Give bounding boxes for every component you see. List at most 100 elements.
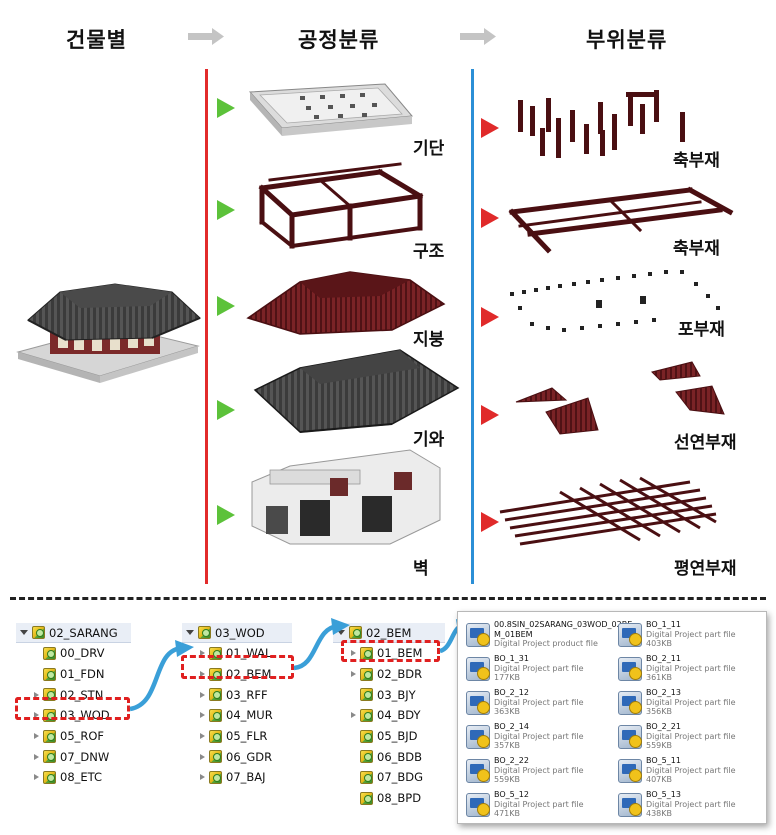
tree-node[interactable]: 03_BJY: [333, 684, 445, 705]
flat-rafter-parts: [499, 476, 717, 546]
expand-arrow-icon[interactable]: [34, 712, 39, 719]
file-item[interactable]: BO_2_21 Digital Project part file 559KB: [618, 722, 768, 756]
expand-arrow-icon[interactable]: [337, 630, 345, 635]
tree-node-root[interactable]: 02_BEM: [333, 623, 445, 643]
tree-node[interactable]: 03_RFF: [182, 684, 292, 705]
file-item[interactable]: BO_1_11 Digital Project part file 403KB: [618, 620, 768, 654]
file-item[interactable]: BO_2_22 Digital Project part file 559KB: [466, 756, 616, 790]
file-size: 438KB: [646, 809, 673, 818]
tree-node[interactable]: 07_BAJ: [182, 767, 292, 788]
tree-node-root[interactable]: 03_WOD: [182, 623, 292, 643]
expand-arrow-icon[interactable]: [34, 753, 39, 760]
part-label-1: 축부재: [673, 151, 720, 171]
file-name: BO_2_14: [494, 722, 529, 731]
file-item[interactable]: BO_2_14 Digital Project part file 357KB: [466, 722, 616, 756]
file-item[interactable]: BO_1_31 Digital Project part file 177KB: [466, 654, 616, 688]
beam-parts: [508, 186, 734, 254]
file-name: BO_2_12: [494, 688, 529, 697]
part-file-icon: [618, 759, 642, 783]
file-type: Digital Project part file: [494, 697, 584, 707]
product-folder-icon: [360, 688, 373, 702]
tree-node[interactable]: 05_BJD: [333, 726, 445, 747]
file-name: BO_2_13: [646, 688, 681, 697]
product-folder-icon: [360, 646, 373, 660]
file-name: BO_5_12: [494, 790, 529, 799]
expand-arrow-icon[interactable]: [351, 712, 356, 719]
file-item[interactable]: 00.8SIN_02SARANG_03WOD_02BE M_01BEM Digi…: [466, 620, 632, 654]
tree-node[interactable]: 02_BDR: [333, 664, 445, 685]
file-size: 363KB: [494, 707, 521, 716]
tree-bem: 02_BEM 01_BEM 02_BDR 03_BJY 04_BDY 05_BJ…: [333, 623, 445, 809]
product-folder-icon: [360, 770, 373, 784]
tree-node-label: 05_ROF: [60, 729, 105, 744]
tree-node-label: 08_BPD: [377, 791, 422, 806]
tree-node[interactable]: 04_BDY: [333, 705, 445, 726]
expand-arrow-icon[interactable]: [200, 774, 205, 781]
expand-arrow-icon[interactable]: [186, 630, 194, 635]
classification-illustration: [16, 28, 734, 584]
file-item[interactable]: BO_5_11 Digital Project part file 407KB: [618, 756, 768, 790]
tree-node-label: 01_FDN: [60, 667, 105, 682]
process-arrows: [217, 98, 235, 525]
tree-node[interactable]: 08_ETC: [16, 767, 131, 788]
tree-node[interactable]: 08_BPD: [333, 788, 445, 809]
product-folder-icon: [209, 708, 222, 722]
file-item[interactable]: BO_2_13 Digital Project part file 356KB: [618, 688, 768, 722]
file-browser-panel: 00.8SIN_02SARANG_03WOD_02BE M_01BEM Digi…: [457, 611, 767, 824]
tree-node[interactable]: 07_DNW: [16, 746, 131, 767]
header-process: 공정분류: [298, 28, 380, 52]
part-file-icon: [618, 657, 642, 681]
rafter-parts: [515, 361, 725, 435]
tree-node[interactable]: 04_MUR: [182, 705, 292, 726]
part-divider-line: [471, 69, 474, 584]
tree-node-label: 07_BDG: [377, 770, 424, 785]
tree-node-label: 04_MUR: [226, 708, 273, 723]
expand-arrow-icon[interactable]: [20, 630, 28, 635]
product-folder-icon: [349, 626, 362, 639]
tree-node[interactable]: 05_ROF: [16, 726, 131, 747]
file-size: 559KB: [494, 775, 521, 784]
process-label-wall: 벽: [413, 559, 429, 579]
tree-node[interactable]: 07_BDG: [333, 767, 445, 788]
expand-arrow-icon[interactable]: [34, 774, 39, 781]
file-item[interactable]: BO_5_13 Digital Project part file 438KB: [618, 790, 768, 824]
product-folder-icon: [43, 750, 56, 764]
expand-arrow-icon[interactable]: [34, 691, 39, 698]
building-model: [16, 283, 201, 383]
tree-node[interactable]: 01_FDN: [16, 664, 131, 685]
tree-node-label: 02_SARANG: [49, 625, 118, 640]
part-label-5: 평연부재: [674, 559, 737, 579]
process-label-foundation: 기단: [413, 139, 445, 159]
file-type: Digital Project part file: [646, 697, 736, 707]
file-name: BO_5_11: [646, 756, 681, 765]
tree-node-selected[interactable]: 01_BEM: [333, 643, 445, 664]
expand-arrow-icon[interactable]: [200, 671, 205, 678]
part-file-icon: [466, 725, 490, 749]
highlight-03-wod: [15, 697, 130, 720]
file-name: BO_1_11: [646, 620, 681, 629]
expand-arrow-icon[interactable]: [200, 712, 205, 719]
expand-arrow-icon[interactable]: [200, 691, 205, 698]
expand-arrow-icon[interactable]: [200, 753, 205, 760]
tree-node[interactable]: 06_GDR: [182, 746, 292, 767]
file-item[interactable]: BO_2_11 Digital Project part file 361KB: [618, 654, 768, 688]
expand-arrow-icon[interactable]: [351, 650, 356, 657]
expand-arrow-icon[interactable]: [34, 733, 39, 740]
tree-node[interactable]: 05_FLR: [182, 726, 292, 747]
column-parts: [518, 90, 685, 158]
file-type: Digital Project part file: [646, 731, 736, 741]
tree-node[interactable]: 06_BDB: [333, 746, 445, 767]
tree-node-root[interactable]: 02_SARANG: [16, 623, 131, 643]
file-item[interactable]: BO_5_12 Digital Project part file 471KB: [466, 790, 616, 824]
file-name: 00.8SIN_02SARANG_03WOD_02BE: [494, 620, 633, 629]
file-size: 177KB: [494, 673, 521, 682]
product-folder-icon: [360, 708, 373, 722]
file-item[interactable]: BO_2_12 Digital Project part file 363KB: [466, 688, 616, 722]
file-size: 403KB: [646, 639, 673, 648]
expand-arrow-icon[interactable]: [200, 733, 205, 740]
file-size: 471KB: [494, 809, 521, 818]
highlight-01-bem: [341, 640, 440, 662]
tree-node[interactable]: 00_DRV: [16, 643, 131, 664]
expand-arrow-icon[interactable]: [200, 650, 205, 657]
expand-arrow-icon[interactable]: [351, 671, 356, 678]
